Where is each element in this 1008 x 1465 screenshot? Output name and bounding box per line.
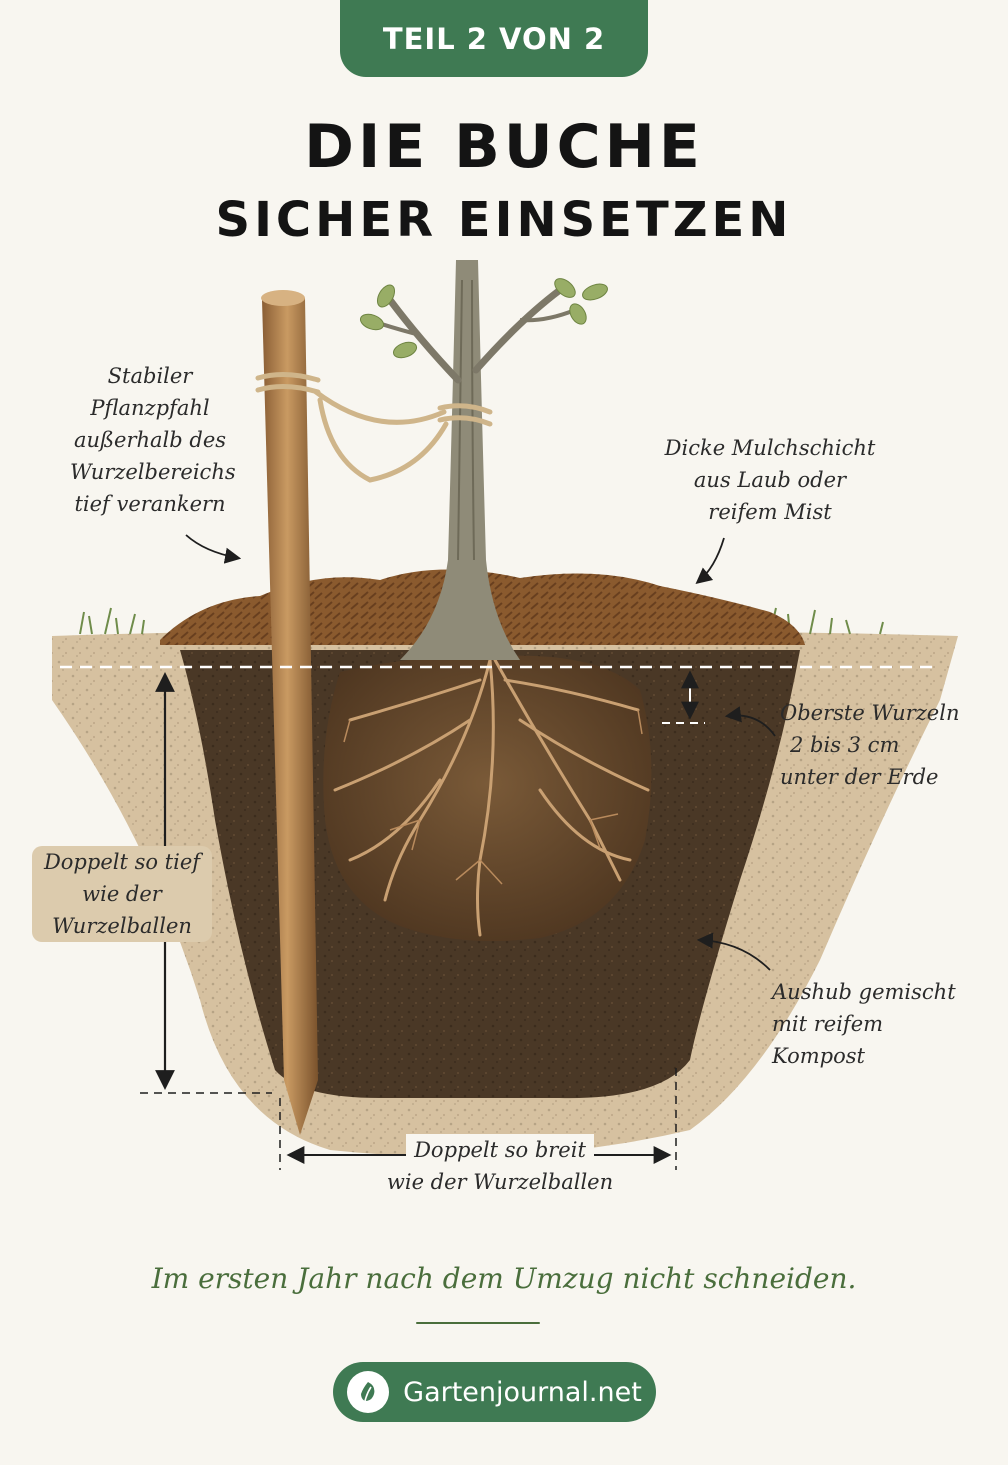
tie-rope [255, 372, 493, 483]
page-title-line-2: SICHER EINSETZEN [215, 192, 793, 248]
brand-name: Gartenjournal.net [403, 1376, 642, 1408]
root-ball [323, 655, 652, 942]
brand-pill[interactable]: Gartenjournal.net [333, 1362, 656, 1422]
part-badge: TEIL 2 VON 2 [340, 0, 648, 77]
note-width: Doppelt so breit wie der Wurzelballen [340, 1134, 660, 1198]
leaf-icon [347, 1371, 390, 1413]
page-title-line-1: DIE BUCHE [304, 112, 704, 182]
callout-arrows [185, 534, 776, 971]
tip-underline [416, 1322, 540, 1324]
plant-stake [261, 290, 318, 1135]
tip-text: Im ersten Jahr nach dem Umzug nicht schn… [151, 1262, 857, 1295]
